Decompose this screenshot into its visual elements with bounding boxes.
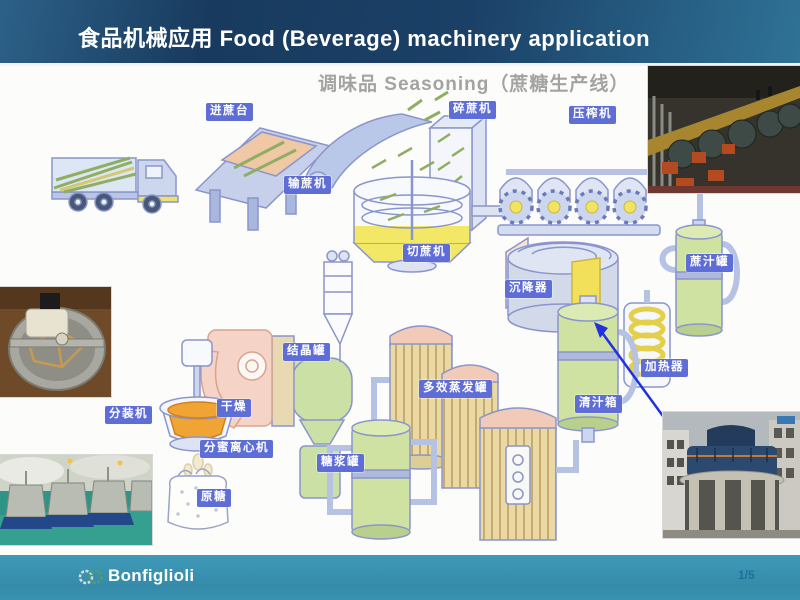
diagram-label: 多效蒸发罐 bbox=[419, 380, 492, 399]
diagram-label: 清汁箱 bbox=[575, 395, 622, 414]
sugar-mill-interior-photo bbox=[648, 66, 800, 193]
diagram-label: 分蜜离心机 bbox=[200, 440, 273, 459]
syrup-tank-illustration bbox=[327, 419, 437, 540]
diagram-label: 进蔗台 bbox=[206, 103, 253, 122]
centrifuge-workshop-photo bbox=[0, 455, 152, 545]
diagram-label: 蔗汁罐 bbox=[686, 254, 733, 273]
outdoor-settler-tank-photo bbox=[663, 412, 800, 538]
diagram-subtitle: 调味品 Seasoning（蔗糖生产线） bbox=[318, 74, 630, 95]
feed-table-illustration bbox=[194, 127, 332, 231]
diagram-label: 输蔗机 bbox=[284, 176, 331, 195]
extractor-drum-photo bbox=[0, 287, 111, 397]
cyclone-illustration bbox=[322, 250, 354, 362]
diagram-label: 原糖 bbox=[197, 489, 231, 508]
bonfiglioli-logo-icon bbox=[78, 569, 103, 585]
diagram-label: 糖浆罐 bbox=[317, 454, 364, 473]
diagram-label: 干燥 bbox=[217, 399, 251, 418]
brand-wordmark: Bonfiglioli bbox=[108, 566, 195, 585]
diagram-label: 沉降器 bbox=[505, 280, 552, 299]
diagram-label: 分装机 bbox=[105, 406, 152, 425]
footer-bar: Bonfiglioli 1/5 bbox=[0, 555, 800, 600]
diagram-label: 结晶罐 bbox=[283, 343, 330, 362]
diagram-label: 碎蔗机 bbox=[449, 101, 496, 120]
page-title: 食品机械应用 Food (Beverage) machinery applica… bbox=[78, 26, 651, 51]
page-header: 食品机械应用 Food (Beverage) machinery applica… bbox=[0, 0, 800, 66]
diagram-label: 压榨机 bbox=[569, 106, 616, 125]
page-number: 1/5 bbox=[738, 568, 755, 582]
diagram-label: 加热器 bbox=[641, 359, 688, 378]
evaporator-illustration bbox=[371, 325, 579, 541]
diagram-label: 切蔗机 bbox=[403, 244, 450, 263]
cane-truck-illustration bbox=[51, 156, 179, 214]
juice-tank-illustration bbox=[659, 219, 740, 337]
